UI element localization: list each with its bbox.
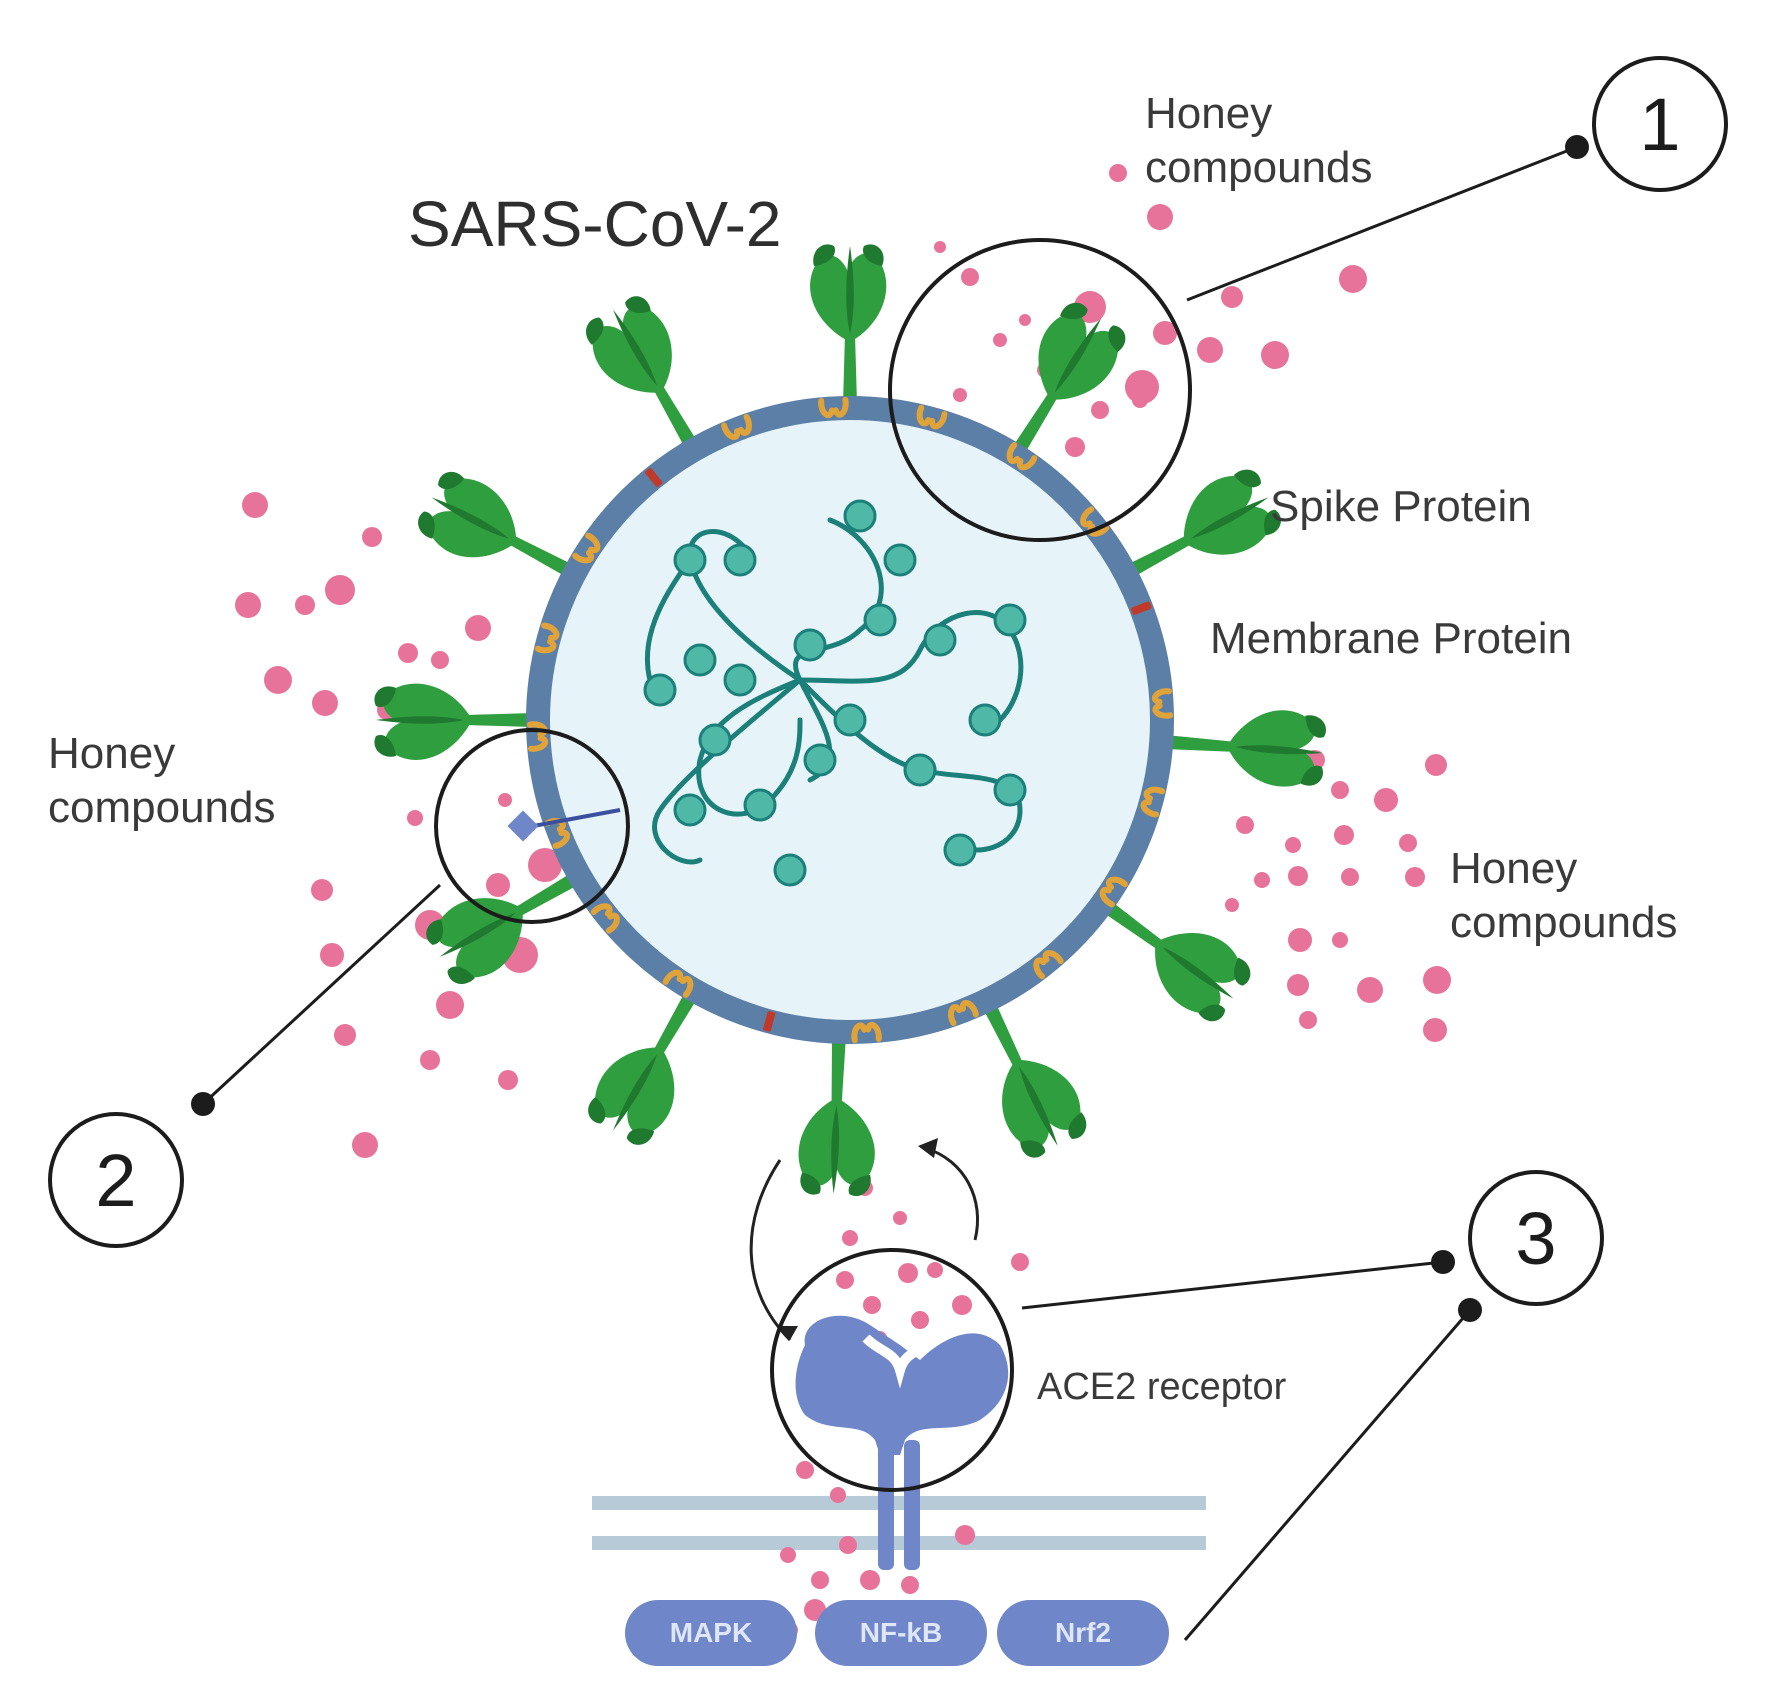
spike-protein-1 [810,244,887,404]
honey-compound-dot [953,388,967,402]
virus-title: SARS-CoV-2 [408,188,782,260]
honey-compound-dot [1132,392,1148,408]
honey-compound-dot [1423,966,1451,994]
arrow-head-1 [776,1326,798,1340]
rna-beads [643,499,1027,887]
honey-compound-dot [1065,437,1085,457]
honey-compound-dot [842,1230,858,1246]
callout-3: 3 [1468,1170,1604,1306]
pathway-nfkb: NF-kB [815,1600,987,1666]
honey-compound-dot [1374,788,1398,812]
honey-compound-dot [898,1263,918,1283]
honey-compound-dot [1197,337,1223,363]
honey-compound-dot [311,879,333,901]
honey-compound-dot [1109,164,1127,182]
honey-compound-dot [1011,1253,1029,1271]
spike-protein-7 [797,1034,879,1197]
honey-compound-dot [235,592,261,618]
honey-compound-dot [325,575,355,605]
honey-compound-dot [312,690,338,716]
honey-compound-dot [796,1461,814,1479]
honey-compound-dot [901,1576,919,1594]
spike-protein-10 [374,683,534,760]
honey-compound-dot [295,595,315,615]
magnifier-circles [434,238,1192,1492]
honey-compound-dot [465,615,491,641]
spike-protein-label: Spike Protein [1270,482,1532,531]
honey-compound-dot [1332,932,1348,948]
ace2-receptor-shape [795,1315,1009,1570]
honey-compound-dot [486,873,510,897]
honey-compound-dot [264,666,292,694]
honey-compound-dot [1339,265,1367,293]
honey-compound-dot [334,1024,356,1046]
honey-compound-dot [242,492,268,518]
honey-compounds-label-right: Honey compounds [1450,844,1678,947]
honey-compound-dot [1299,1011,1317,1029]
honey-compound-dot [1285,837,1301,853]
honey-compound-dot [431,651,449,669]
honey-compound-dot [420,1050,440,1070]
callout-leaders [201,145,1578,1641]
honey-compound-dot [352,1132,378,1158]
honey-compound-dot [1288,866,1308,886]
honey-compound-dot [934,241,946,253]
honey-compound-dot [1341,868,1359,886]
honey-compound-dot [1399,834,1417,852]
membrane-protein-label: Membrane Protein [1210,614,1572,663]
honey-compound-dot [436,991,464,1019]
ace2-receptor-label: ACE2 receptor [1037,1366,1287,1408]
pathway-nrf2: Nrf2 [997,1600,1169,1666]
cell-membrane [592,1496,1206,1550]
honey-compound-dot [1405,867,1425,887]
binding-arrows [749,1146,980,1342]
honey-compound-dot [1091,401,1109,419]
honey-compound-dot [398,643,418,663]
honey-compound-dot [863,1296,881,1314]
honey-compound-dot [860,1570,880,1590]
spike-protein-4 [1162,702,1328,790]
honey-compound-dot [927,1262,943,1278]
honey-compound-dot [1357,977,1383,1003]
pathway-mapk: MAPK [625,1600,797,1666]
honey-compound-dot [1236,816,1254,834]
honey-compound-dot [528,848,562,882]
honey-compound-dot [780,1547,796,1563]
honey-compound-dot [961,268,979,286]
honey-compound-dot [955,1525,975,1545]
callout-2: 2 [48,1112,184,1248]
honey-compound-dot [952,1295,972,1315]
honey-compound-dot [830,1487,846,1503]
honey-compound-dot [1261,341,1289,369]
honey-compound-dot [498,793,512,807]
honey-compound-dot [407,810,423,826]
honey-compound-dot [498,1070,518,1090]
callout-1: 1 [1592,56,1728,192]
honey-compound-dot [1331,781,1349,799]
honey-compound-dot [993,333,1007,347]
callout-anchor-dots [191,135,1589,1322]
honey-compounds-label-left: Honey compounds [48,729,276,832]
honey-compounds-label-top: Honey compounds [1145,89,1373,192]
honey-compound-dot [811,1571,829,1589]
honey-compound-dot [893,1211,907,1225]
honey-compound-dot [1334,825,1354,845]
honey-compound-dot [320,943,344,967]
honey-compound-dot [1019,314,1031,326]
honey-compound-dot [1425,754,1447,776]
honey-compound-dot [1221,286,1243,308]
honey-compound-dot [362,527,382,547]
arrow-head-2 [918,1138,938,1158]
honey-compound-dot [1423,1018,1447,1042]
honey-compound-dot [839,1536,857,1554]
honey-compound-dot [911,1311,929,1329]
honey-compound-dot [1147,204,1173,230]
honey-compound-dot [1254,872,1270,888]
honey-compound-dot [1288,928,1312,952]
honey-compound-dot [1287,974,1309,996]
honey-compound-dot [836,1271,854,1289]
honey-compound-dot [1153,321,1177,345]
honey-compound-dot [1225,898,1239,912]
